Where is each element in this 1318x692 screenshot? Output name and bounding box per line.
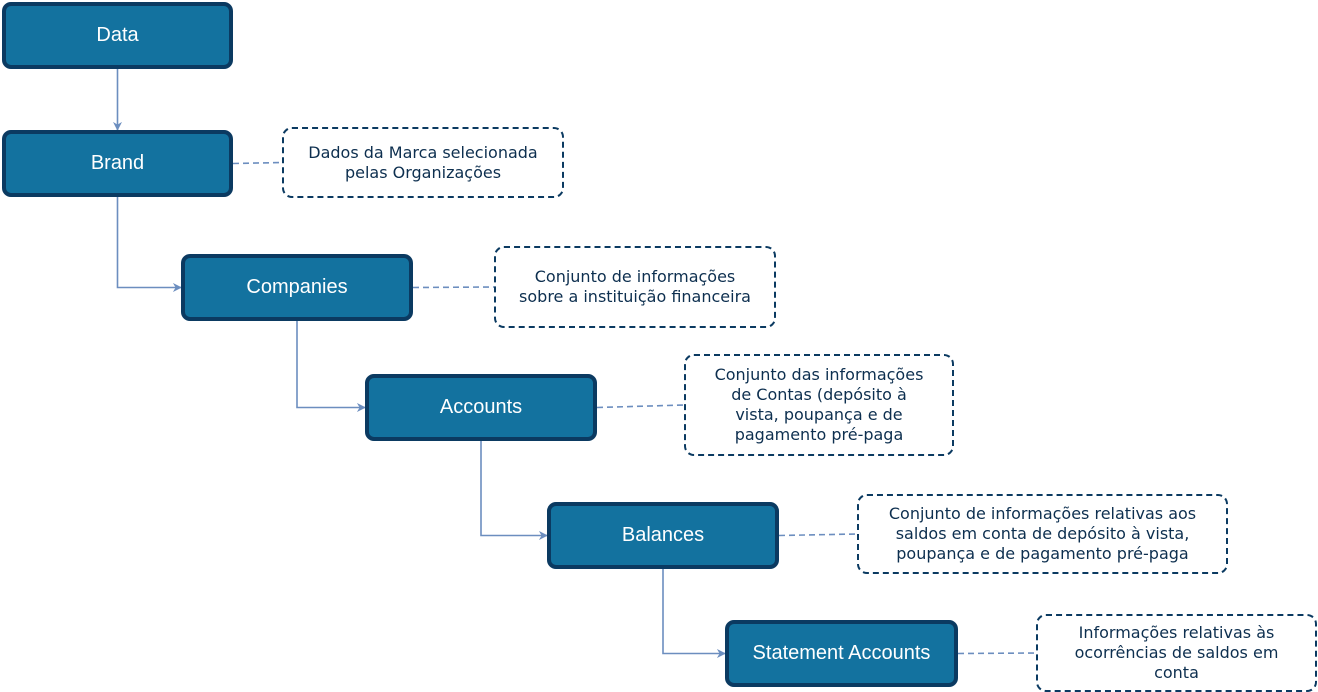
note-link-accounts — [596, 404, 685, 409]
arrow-brand-to-companies — [116, 197, 182, 292]
brand-description-note: Dados da Marca selecionada pelas Organiz… — [282, 127, 564, 198]
companies-node[interactable]: Companies — [181, 254, 413, 321]
accounts-node[interactable]: Accounts — [365, 374, 597, 441]
accounts-description-note: Conjunto das informações de Contas (depó… — [684, 354, 954, 456]
balances-node[interactable]: Balances — [547, 502, 779, 569]
companies-description-note: Conjunto de informações sobre a institui… — [494, 246, 776, 328]
arrow-companies-to-accounts — [296, 321, 366, 412]
arrow-accounts-to-balances — [480, 441, 548, 540]
brand-node[interactable]: Brand — [2, 130, 233, 197]
note-link-balances — [778, 533, 858, 537]
balances-description-note: Conjunto de informações relativas aos sa… — [857, 494, 1228, 574]
note-link-statement — [957, 652, 1037, 655]
arrow-balances-to-statement — [662, 569, 726, 658]
note-link-companies — [412, 286, 495, 289]
note-link-brand — [232, 161, 283, 165]
data-node[interactable]: Data — [2, 2, 233, 69]
statement-accounts-node[interactable]: Statement Accounts — [725, 620, 958, 687]
statement-accounts-description-note: Informações relativas às ocorrências de … — [1036, 614, 1317, 692]
